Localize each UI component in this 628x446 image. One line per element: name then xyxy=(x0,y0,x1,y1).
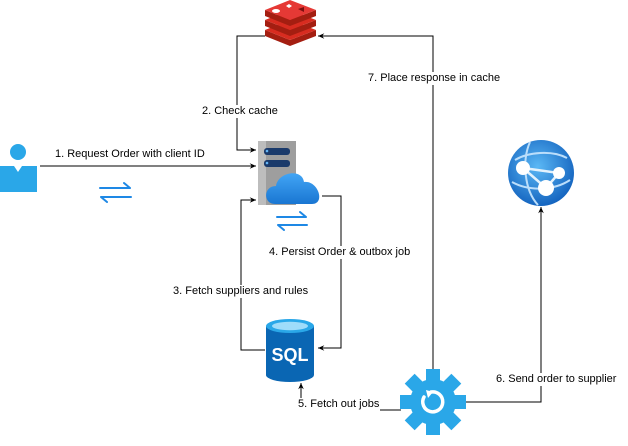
label-send-order: 6. Send order to supplier xyxy=(495,373,618,386)
sql-label: SQL xyxy=(271,345,308,365)
edge-send-order xyxy=(465,207,544,403)
label-request-order: 1. Request Order with client ID xyxy=(54,148,206,161)
sql-database-icon: SQL xyxy=(266,319,314,382)
gear-service-icon xyxy=(400,369,466,435)
edge-check-cache xyxy=(236,35,265,153)
web-app-globe-icon xyxy=(508,140,574,206)
sync-icon-center xyxy=(276,211,308,231)
redis-cache-icon xyxy=(265,0,316,46)
cloud-server-icon xyxy=(258,141,320,205)
label-check-cache: 2. Check cache xyxy=(201,105,279,118)
edge-persist-order xyxy=(318,195,342,351)
edge-fetch-suppliers xyxy=(240,197,265,351)
label-persist-order: 4. Persist Order & outbox job xyxy=(268,246,412,259)
label-place-response: 7. Place response in cache xyxy=(367,72,502,85)
sync-icon-left xyxy=(99,182,132,203)
user-icon xyxy=(0,144,37,192)
label-fetch-jobs: 5. Fetch out jobs xyxy=(297,398,381,411)
label-fetch-suppliers: 3. Fetch suppliers and rules xyxy=(172,285,310,298)
edge-place-response xyxy=(318,33,434,370)
